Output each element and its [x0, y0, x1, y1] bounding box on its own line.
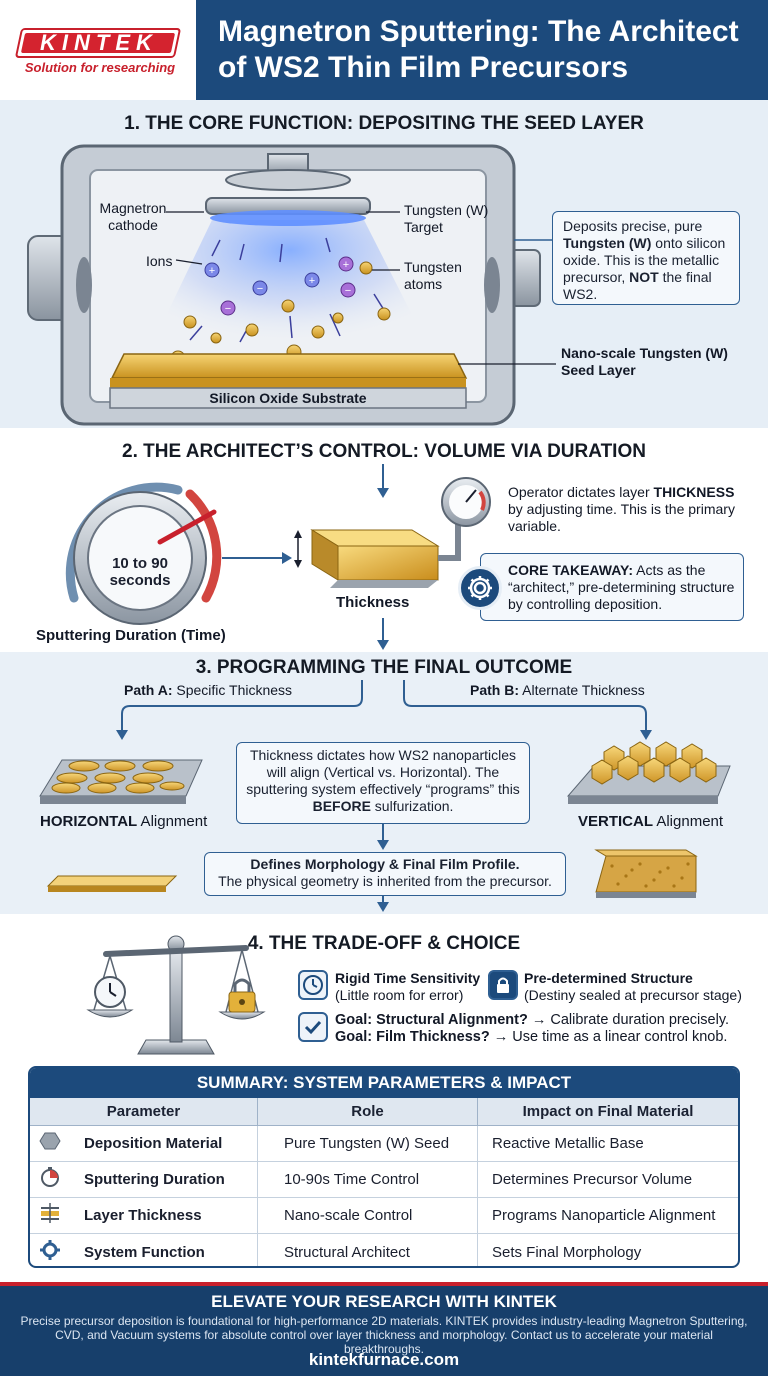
section-trade-off: [0, 914, 768, 1064]
stopwatch-icon: [30, 1166, 70, 1193]
tungsten-target-label: Tungsten (W) Target: [404, 202, 489, 235]
duration-thickness-diagram: [65, 464, 491, 650]
core-takeaway-box: [480, 553, 744, 621]
footer: [0, 1282, 768, 1376]
footer-stripe: [0, 1282, 768, 1286]
magnetron-cathode-label: Magnetron cathode: [99, 200, 167, 233]
tungsten-atoms-label: Tungsten atoms: [404, 259, 462, 292]
vertical-alignment-label: VERTICAL Alignment: [578, 813, 724, 830]
logo-text: KINTEK: [40, 30, 158, 55]
section3-title: 3. PROGRAMMING THE FINAL OUTCOME: [195, 657, 573, 678]
thickness-label: Thickness: [336, 594, 410, 611]
substrate-label: Silicon Oxide Substrate: [209, 390, 367, 406]
svg-text:−: −: [225, 303, 231, 315]
table-row: Deposition Material Pure Tungsten (W) Se…: [30, 1126, 738, 1162]
svg-text:+: +: [343, 259, 349, 271]
table-row: System Function Structural Architect Set…: [30, 1234, 738, 1266]
horizontal-alignment-label: HORIZONTAL Alignment: [40, 813, 208, 830]
thickness-description: Operator dictates layer THICKNESS by adj…: [508, 484, 735, 534]
clock-icon: [298, 970, 328, 1000]
section2-title: 2. THE ARCHITECT’S CONTROL: VOLUME VIA D…: [122, 441, 646, 462]
gear-icon: [458, 566, 502, 610]
sputtering-chamber-diagram: + − − + + −: [27, 144, 556, 426]
seed-layer-label: Nano-scale Tungsten (W) Seed Layer: [561, 345, 728, 378]
checkmark-icon: [298, 1012, 328, 1042]
table-row: Sputtering Duration 10-90s Time Control …: [30, 1162, 738, 1198]
summary-table-title: SUMMARY: SYSTEM PARAMETERS & IMPACT: [30, 1068, 738, 1098]
alignment-paths-diagram: [39, 680, 731, 912]
ions-label: Ions: [146, 253, 173, 269]
alignment-explanation-box: Thickness dictates how WS2 nanoparticles…: [236, 742, 530, 824]
logo-tagline: Solution for researching: [24, 60, 176, 75]
path-a-label: Path A: Specific Thickness: [124, 682, 293, 698]
svg-text:−: −: [345, 285, 351, 297]
footer-body: Precise precursor deposition is foundati…: [20, 1314, 748, 1356]
predetermined-structure-item: Pre-determined Structure (Destiny sealed…: [524, 970, 742, 1003]
goals-list: Goal: Structural Alignment? → Calibrate …: [335, 1012, 730, 1045]
table-row: Layer Thickness Nano-scale Control Progr…: [30, 1198, 738, 1234]
column-header: Role: [258, 1098, 478, 1125]
morphology-box: Defines Morphology & Final Film Profile.…: [204, 852, 566, 896]
hexagon-icon: [30, 1131, 70, 1156]
footer-url-link[interactable]: kintekfurnace.com: [308, 1350, 460, 1369]
gear-icon: [30, 1239, 70, 1266]
svg-text:−: −: [257, 283, 263, 295]
column-header: Parameter: [30, 1098, 258, 1125]
column-header: Impact on Final Material: [522, 1103, 694, 1120]
section1-title: 1. THE CORE FUNCTION: DEPOSITING THE SEE…: [124, 113, 644, 134]
thickness-icon: [30, 1202, 70, 1229]
section4-title: 4. THE TRADE-OFF & CHOICE: [247, 933, 521, 954]
summary-table: SUMMARY: SYSTEM PARAMETERS & IMPACT Para…: [28, 1066, 740, 1268]
lock-icon: [488, 970, 518, 1000]
balance-scale-icon: [86, 935, 266, 1055]
table-header-row: Parameter Role Impact on Final Material: [30, 1098, 738, 1126]
footer-title: ELEVATE YOUR RESEARCH WITH KINTEK: [211, 1292, 557, 1311]
page-title: Magnetron Sputtering: The Architect of W…: [218, 15, 739, 84]
dial-duration-text: 10 to 90 seconds: [109, 555, 171, 589]
svg-text:+: +: [209, 265, 215, 277]
time-sensitivity-item: Rigid Time Sensitivity (Little room for …: [335, 970, 481, 1003]
svg-text:+: +: [309, 275, 315, 287]
title-banner: [196, 0, 768, 100]
seed-layer-callout: Deposits precise, pure Tungsten (W) onto…: [552, 211, 740, 305]
sputtering-duration-label: Sputtering Duration (Time): [36, 627, 226, 644]
core-takeaway-text: CORE TAKEAWAY: Acts as the “architect,” …: [508, 562, 735, 612]
path-b-label: Path B: Alternate Thickness: [470, 682, 645, 698]
